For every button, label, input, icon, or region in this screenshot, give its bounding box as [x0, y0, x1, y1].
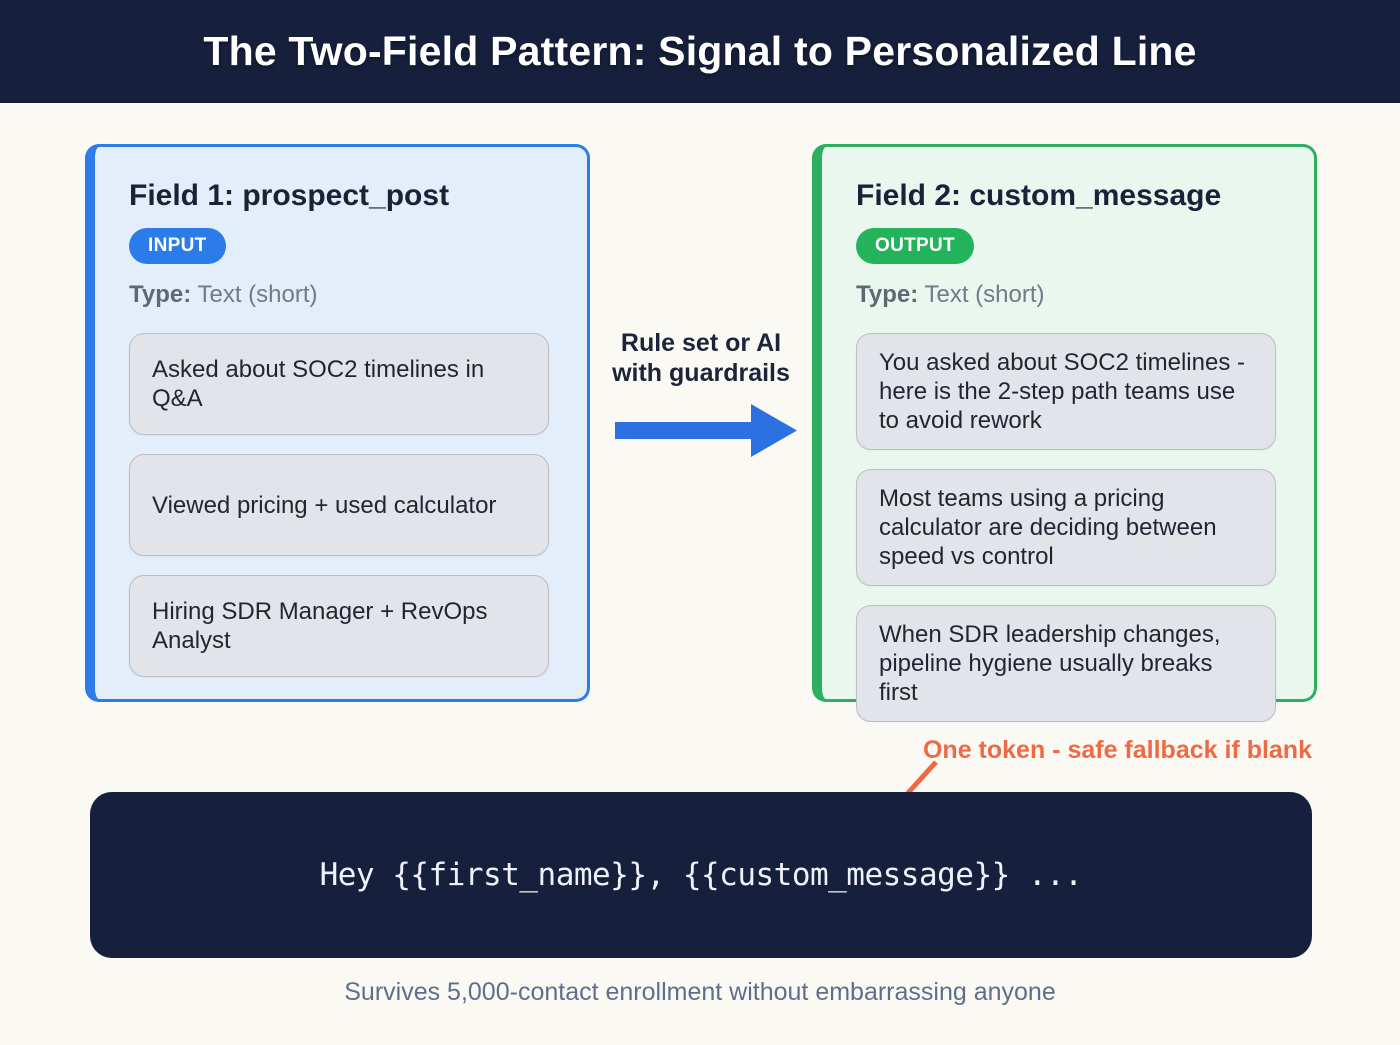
- field2-title: Field 2: custom_message: [856, 179, 1222, 212]
- field1-item-1-text: Asked about SOC2 timelines in Q&A: [152, 356, 485, 412]
- field2-type-value: Text (short): [924, 281, 1045, 308]
- output-badge: OUTPUT: [856, 228, 974, 264]
- template-code-text: Hey {{first_name}}, {{custom_message}} .…: [319, 857, 1083, 893]
- field2-panel: Field 2: custom_message OUTPUT Type: Tex…: [812, 144, 1317, 722]
- transform-label-line1: Rule set or AI: [620, 329, 782, 357]
- field2-item-1: You asked about SOC2 timelines - here is…: [856, 333, 1276, 450]
- field1-title: Field 1: prospect_post: [129, 179, 450, 212]
- field2-item-2: Most teams using a pricing calculator ar…: [856, 469, 1276, 586]
- field2-item-1-text: You asked about SOC2 timelines - here is…: [879, 349, 1245, 434]
- field2-item-2-text: Most teams using a pricing calculator ar…: [879, 485, 1217, 570]
- transform-label-line2: with guardrails: [612, 359, 790, 387]
- field1-item-1: Asked about SOC2 timelines in Q&A: [129, 333, 549, 435]
- field2-type-label: Type:: [856, 281, 919, 308]
- field2-item-3-text: When SDR leadership changes, pipeline hy…: [879, 621, 1221, 706]
- field2-type-line: Type: Text (short): [856, 281, 1276, 309]
- field1-panel: Field 1: prospect_post INPUT Type: Text …: [85, 144, 590, 702]
- page-title: The Two-Field Pattern: Signal to Persona…: [203, 28, 1197, 74]
- annotation-label: One token - safe fallback if blank: [922, 736, 1312, 764]
- field1-type-label: Type:: [129, 281, 192, 308]
- header-bar: The Two-Field Pattern: Signal to Persona…: [0, 0, 1400, 103]
- footer-caption: Survives 5,000-contact enrollment withou…: [344, 978, 1056, 1006]
- field1-type-value: Text (short): [197, 281, 318, 308]
- field1-item-2: Viewed pricing + used calculator: [129, 454, 549, 556]
- input-badge: INPUT: [129, 228, 226, 264]
- transform-label: Rule set or AI with guardrails: [612, 328, 790, 388]
- field2-item-3: When SDR leadership changes, pipeline hy…: [856, 605, 1276, 722]
- transform-step: Rule set or AI with guardrails: [590, 328, 812, 460]
- right-arrow-icon: [615, 404, 797, 457]
- field1-item-2-text: Viewed pricing + used calculator: [152, 491, 497, 519]
- field1-type-line: Type: Text (short): [129, 281, 549, 309]
- field1-items: Asked about SOC2 timelines in Q&A Viewed…: [129, 333, 549, 677]
- field1-item-3-text: Hiring SDR Manager + RevOps Analyst: [152, 598, 488, 654]
- template-code-block: Hey {{first_name}}, {{custom_message}} .…: [90, 792, 1312, 958]
- field1-item-3: Hiring SDR Manager + RevOps Analyst: [129, 575, 549, 677]
- field2-items: You asked about SOC2 timelines - here is…: [856, 333, 1276, 722]
